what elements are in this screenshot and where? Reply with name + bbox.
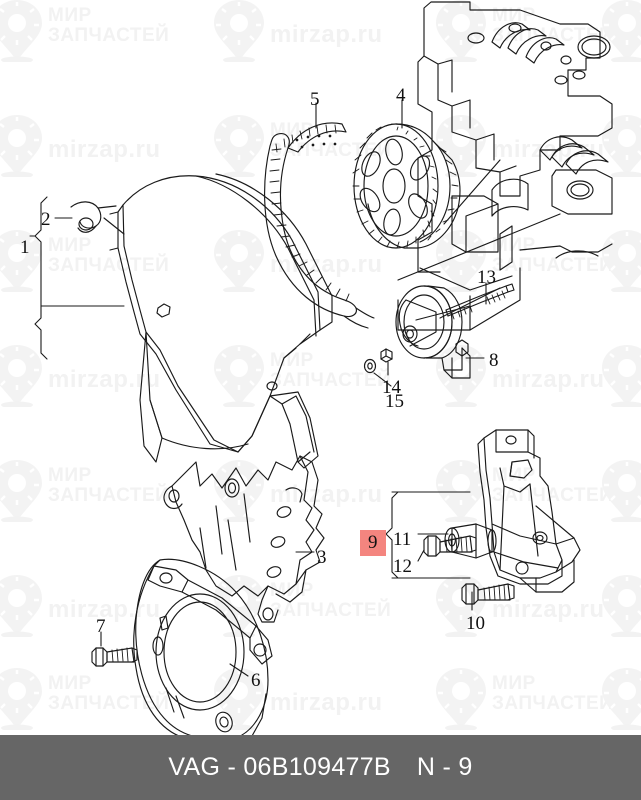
callout-label-2: 2 xyxy=(41,209,51,230)
callout-label-9[interactable]: 9 xyxy=(360,530,386,556)
callout-label-10: 10 xyxy=(466,613,485,634)
callout-label-1: 1 xyxy=(20,237,30,258)
catalog-code: VAG - 06B109477B xyxy=(168,753,391,781)
rear-belt-guard-part3 xyxy=(163,455,325,623)
catalog-footer-bar: VAG - 06B109477B N - 9 xyxy=(0,735,641,800)
callout-label-3: 3 xyxy=(317,547,327,568)
callout-label-15: 15 xyxy=(385,391,404,412)
callout-label-6: 6 xyxy=(251,670,261,691)
timing-belt-part5 xyxy=(264,122,375,329)
callout-label-14: 14 xyxy=(382,377,401,398)
camshaft-sprocket-part4 xyxy=(352,123,461,249)
callout-label-12: 12 xyxy=(393,556,412,577)
callout-label-5: 5 xyxy=(310,89,320,110)
callout-label-11: 11 xyxy=(393,529,412,550)
upper-timing-belt-cover-part1 xyxy=(70,173,333,469)
callout-label-4: 4 xyxy=(396,85,406,106)
footer-text: VAG - 06B109477B N - 9 xyxy=(168,753,472,782)
callout-label-8: 8 xyxy=(489,350,499,371)
callout-label-13: 13 xyxy=(477,267,496,288)
callout-label-7: 7 xyxy=(96,616,106,637)
page-code: N - 9 xyxy=(416,753,473,781)
